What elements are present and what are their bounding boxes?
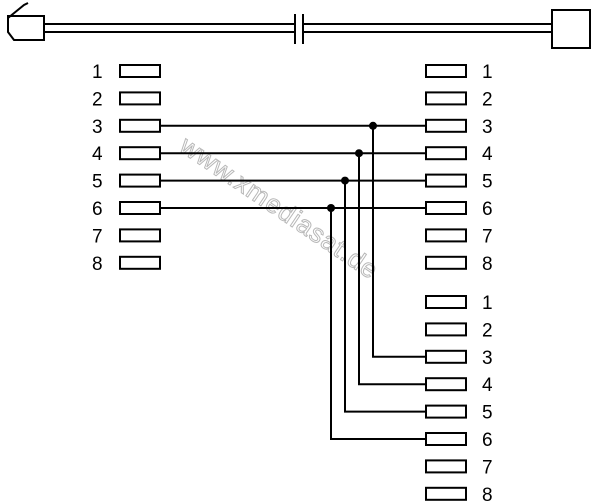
pin-label-right_top-1: 1 [482,62,493,83]
pin-right_top-7 [425,228,467,243]
pin-label-right_bottom-8: 8 [482,485,493,504]
pin-right_bottom-6 [425,432,467,446]
connector-left: 1 2 3 4 5 6 7 8 [92,62,161,275]
pin-label-right_bottom-2: 2 [482,320,493,341]
pin-label-right_top-7: 7 [482,226,493,247]
rj-plug-icon [7,2,48,41]
junction-dot-4 [355,149,363,158]
pin-right_top-5 [425,173,467,188]
pin-right_bottom-4 [425,377,467,392]
pin-right_top-2 [425,91,467,106]
pin-label-right_top-2: 2 [482,89,493,110]
junction-dot-6 [327,204,335,212]
wire-branch-5 [344,180,426,413]
pin-label-right_top-3: 3 [482,117,493,138]
pin-label-left-6: 6 [92,199,103,220]
pin-label-right_bottom-3: 3 [482,348,493,369]
pin-left-7 [119,228,161,243]
pin-label-right_bottom-6: 6 [482,430,493,451]
wire-pin-5 [160,176,426,413]
pin-label-right_bottom-4: 4 [482,375,493,396]
cable-illustration [7,2,591,49]
connectors: 1 2 3 4 5 6 7 8 1 2 3 4 5 6 7 8 1 2 3 4 5 6 7 8 [92,62,493,504]
wire-branch-6 [330,208,426,440]
pin-left-5 [119,173,161,188]
pin-right_bottom-8 [425,486,467,501]
pin-left-1 [119,64,161,78]
pin-right_top-6 [425,201,467,215]
pin-left-8 [119,255,161,270]
junction-dot-3 [369,121,377,130]
pin-right_bottom-3 [425,349,467,364]
cable-line [48,23,552,33]
pin-label-right_bottom-5: 5 [482,403,493,424]
pin-left-6 [119,201,161,215]
pin-right_bottom-7 [425,459,467,474]
pin-label-right_bottom-7: 7 [482,457,493,478]
connector-right_top: 1 2 3 4 5 6 7 8 [425,62,493,275]
pin-right_bottom-1 [425,295,467,309]
pin-label-left-8: 8 [92,254,103,275]
pin-left-3 [119,118,161,133]
pin-left-2 [119,91,161,106]
wire-branch-4 [358,153,426,386]
pin-label-right_top-4: 4 [482,144,493,165]
connector-right_bottom: 1 2 3 4 5 6 7 8 [425,293,493,504]
pin-label-left-3: 3 [92,117,103,138]
pin-label-right_top-8: 8 [482,254,493,275]
pin-right_top-4 [425,146,467,161]
pin-label-left-2: 2 [92,89,103,110]
wire-pin-3 [160,121,426,358]
pin-right_top-8 [425,255,467,270]
pin-label-left-4: 4 [92,144,103,165]
pin-label-left-5: 5 [92,172,103,193]
wire-pin-4 [160,149,426,386]
pin-label-right_top-6: 6 [482,199,493,220]
pin-label-right_top-5: 5 [482,172,493,193]
socket-box-icon [551,9,591,49]
cable-break-icon [294,14,304,44]
wire-pin-6 [160,204,426,440]
wires [160,121,426,440]
wire-branch-3 [372,125,426,358]
pin-right_top-3 [425,118,467,133]
pin-label-right_bottom-1: 1 [482,293,493,314]
pin-label-left-7: 7 [92,226,103,247]
pin-left-4 [119,146,161,161]
junction-dot-5 [341,176,349,185]
pin-right_bottom-5 [425,404,467,419]
pin-right_top-1 [425,64,467,78]
pin-right_bottom-2 [425,322,467,337]
pin-label-left-1: 1 [92,62,103,83]
